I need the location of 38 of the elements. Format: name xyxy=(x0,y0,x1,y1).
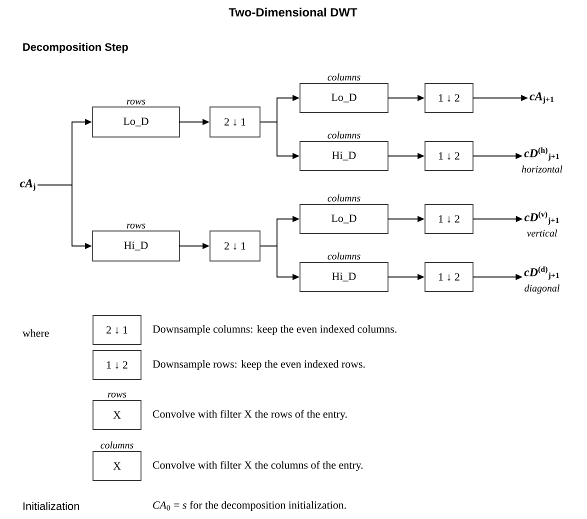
note: where xyxy=(22,329,49,337)
subband-label: horizontal xyxy=(522,166,562,173)
note: Downsample rows: keep the even indexed rows. xyxy=(152,360,365,370)
subband-label: vertical xyxy=(526,230,557,237)
filter-box: X xyxy=(92,400,142,430)
downsample-box: 2 ↓ 1 xyxy=(210,106,260,138)
filter-box: Hi_D xyxy=(300,262,388,292)
filter-box: X xyxy=(92,451,142,481)
downsample-box: 2 ↓ 1 xyxy=(92,315,142,345)
subband-label: diagonal xyxy=(524,284,560,294)
downsample-box: 1 ↓ 2 xyxy=(424,262,474,292)
note: CA$_{0}$ = s for the decomposition initialization. xyxy=(153,500,346,511)
note: Convolve with filter X the rows of the entry. xyxy=(152,410,347,420)
downsample-box: 1 ↓ 2 xyxy=(424,141,474,171)
filter-heading: columns xyxy=(100,442,134,449)
output-label: cA$_{j}$ xyxy=(20,179,36,191)
filter-heading: columns xyxy=(328,194,360,202)
section-heading: Decomposition Step xyxy=(23,42,128,54)
filter-heading: columns xyxy=(328,132,360,139)
downsample-box: 1 ↓ 2 xyxy=(92,350,142,380)
filter-box: Lo_D xyxy=(300,83,388,113)
title: Two-Dimensional DWT xyxy=(228,8,358,17)
filter-heading: rows xyxy=(126,224,146,229)
downsample-box: 2 ↓ 1 xyxy=(210,230,260,262)
filter-box: Lo_D xyxy=(300,204,388,234)
filter-box: Hi_D xyxy=(300,141,388,171)
filter-heading: rows xyxy=(108,392,126,398)
filter-box: Lo_D xyxy=(92,106,180,138)
note: Downsample columns: keep the even indexed columns. xyxy=(152,325,396,335)
filter-heading: columns xyxy=(328,252,360,260)
downsample-box: 1 ↓ 2 xyxy=(424,204,474,234)
section-heading: Initialization xyxy=(23,502,79,510)
filter-box: Hi_D xyxy=(92,230,180,262)
filter-heading: columns xyxy=(328,74,360,81)
downsample-box: 1 ↓ 2 xyxy=(424,83,474,113)
output-label: cA$_{j+1}$ xyxy=(530,92,554,104)
note: Convolve with filter X the columns of the entry. xyxy=(152,460,363,472)
filter-heading: rows xyxy=(126,100,146,105)
